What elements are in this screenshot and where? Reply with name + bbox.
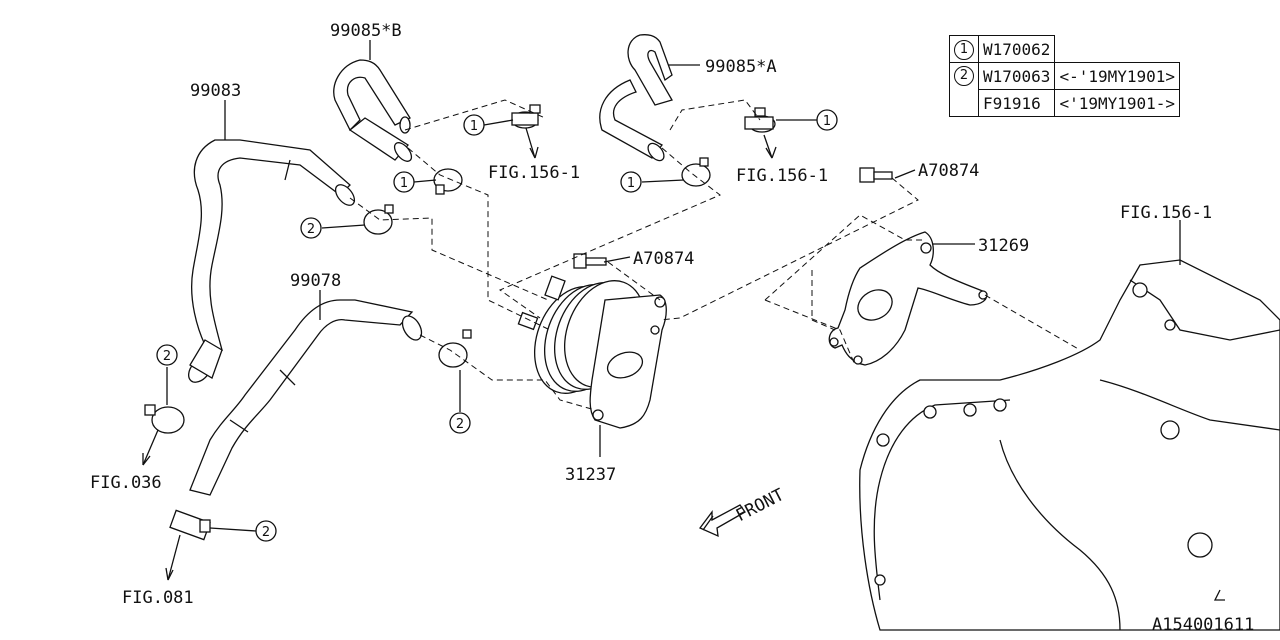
legend-row-2: 2 W170063 <-'19MY1901> (949, 62, 1181, 117)
svg-text:2: 2 (456, 417, 464, 432)
front-label: FRONT (733, 485, 788, 526)
clamp-1d (744, 107, 776, 133)
label-fig-036: FIG.036 (90, 473, 162, 493)
legend-note-2: <-'19MY1901> (1054, 62, 1181, 90)
callout-2b: 2 (156, 344, 178, 366)
legend-note-3: <'19MY1901-> (1054, 89, 1181, 117)
label-99085-a: 99085*A (705, 57, 777, 77)
label-a70874-top: A70874 (918, 161, 979, 181)
bolt-a70874-top (859, 167, 893, 183)
label-fig-156-1-a: FIG.156-1 (488, 163, 580, 183)
callout-1d: 1 (816, 109, 838, 131)
label-31269: 31269 (978, 236, 1029, 256)
front-arrow-icon (698, 504, 746, 538)
clamp-1b (433, 168, 463, 195)
callout-1a: 1 (463, 114, 485, 136)
svg-text:1: 1 (470, 119, 478, 134)
callout-1b: 1 (393, 171, 415, 193)
callout-2a: 2 (300, 217, 322, 239)
hose-99078 (189, 299, 423, 496)
svg-text:2: 2 (163, 349, 171, 364)
bracket-31269 (828, 231, 988, 366)
label-fig-156-1-c: FIG.156-1 (1120, 203, 1212, 223)
hose-99085-a (599, 34, 673, 162)
callout-1c: 1 (620, 171, 642, 193)
label-99078: 99078 (290, 271, 341, 291)
svg-text:2: 2 (307, 222, 315, 237)
parts-legend-table: 1 W170062 2 W170063 <-'19MY1901> F91916 … (949, 35, 1181, 117)
callout-2d: 2 (255, 520, 277, 542)
clamp-2d (169, 509, 211, 541)
legend-part-1: W170062 (977, 35, 1056, 63)
clamp-1a (511, 104, 541, 129)
clamp-2b (144, 404, 185, 434)
legend-row-3: F91916 <'19MY1901-> (950, 89, 1181, 117)
legend-row-1: 1 W170062 (949, 35, 1180, 63)
label-fig-081: FIG.081 (122, 588, 194, 608)
drawing-code: A154001611 (1152, 615, 1254, 635)
label-31237: 31237 (565, 465, 616, 485)
svg-text:1: 1 (823, 114, 831, 129)
legend-part-2: W170063 (977, 62, 1056, 90)
svg-text:1: 1 (627, 176, 635, 191)
legend-note-1 (1055, 36, 1180, 63)
hose-99083 (188, 139, 356, 383)
svg-text:2: 2 (262, 525, 270, 540)
clamp-2c (438, 329, 472, 368)
leader-lines (142, 40, 1181, 581)
assembly-lines (349, 99, 1081, 411)
label-a70874-mid: A70874 (633, 249, 694, 269)
clamp-1c (681, 157, 711, 187)
svg-text:1: 1 (400, 176, 408, 191)
label-fig-156-1-b: FIG.156-1 (736, 166, 828, 186)
oil-cooler-31237 (517, 275, 667, 429)
callout-2c: 2 (449, 412, 471, 434)
hose-99085-b (333, 59, 413, 162)
label-99085-b: 99085*B (330, 21, 402, 41)
legend-part-3: F91916 (977, 89, 1056, 117)
bolt-a70874-mid (573, 253, 607, 269)
transmission-housing (859, 259, 1280, 631)
label-99083: 99083 (190, 81, 241, 101)
legend-key-2: 2 (949, 62, 979, 117)
clamp-2a (363, 204, 394, 235)
legend-key-1: 1 (949, 35, 979, 63)
